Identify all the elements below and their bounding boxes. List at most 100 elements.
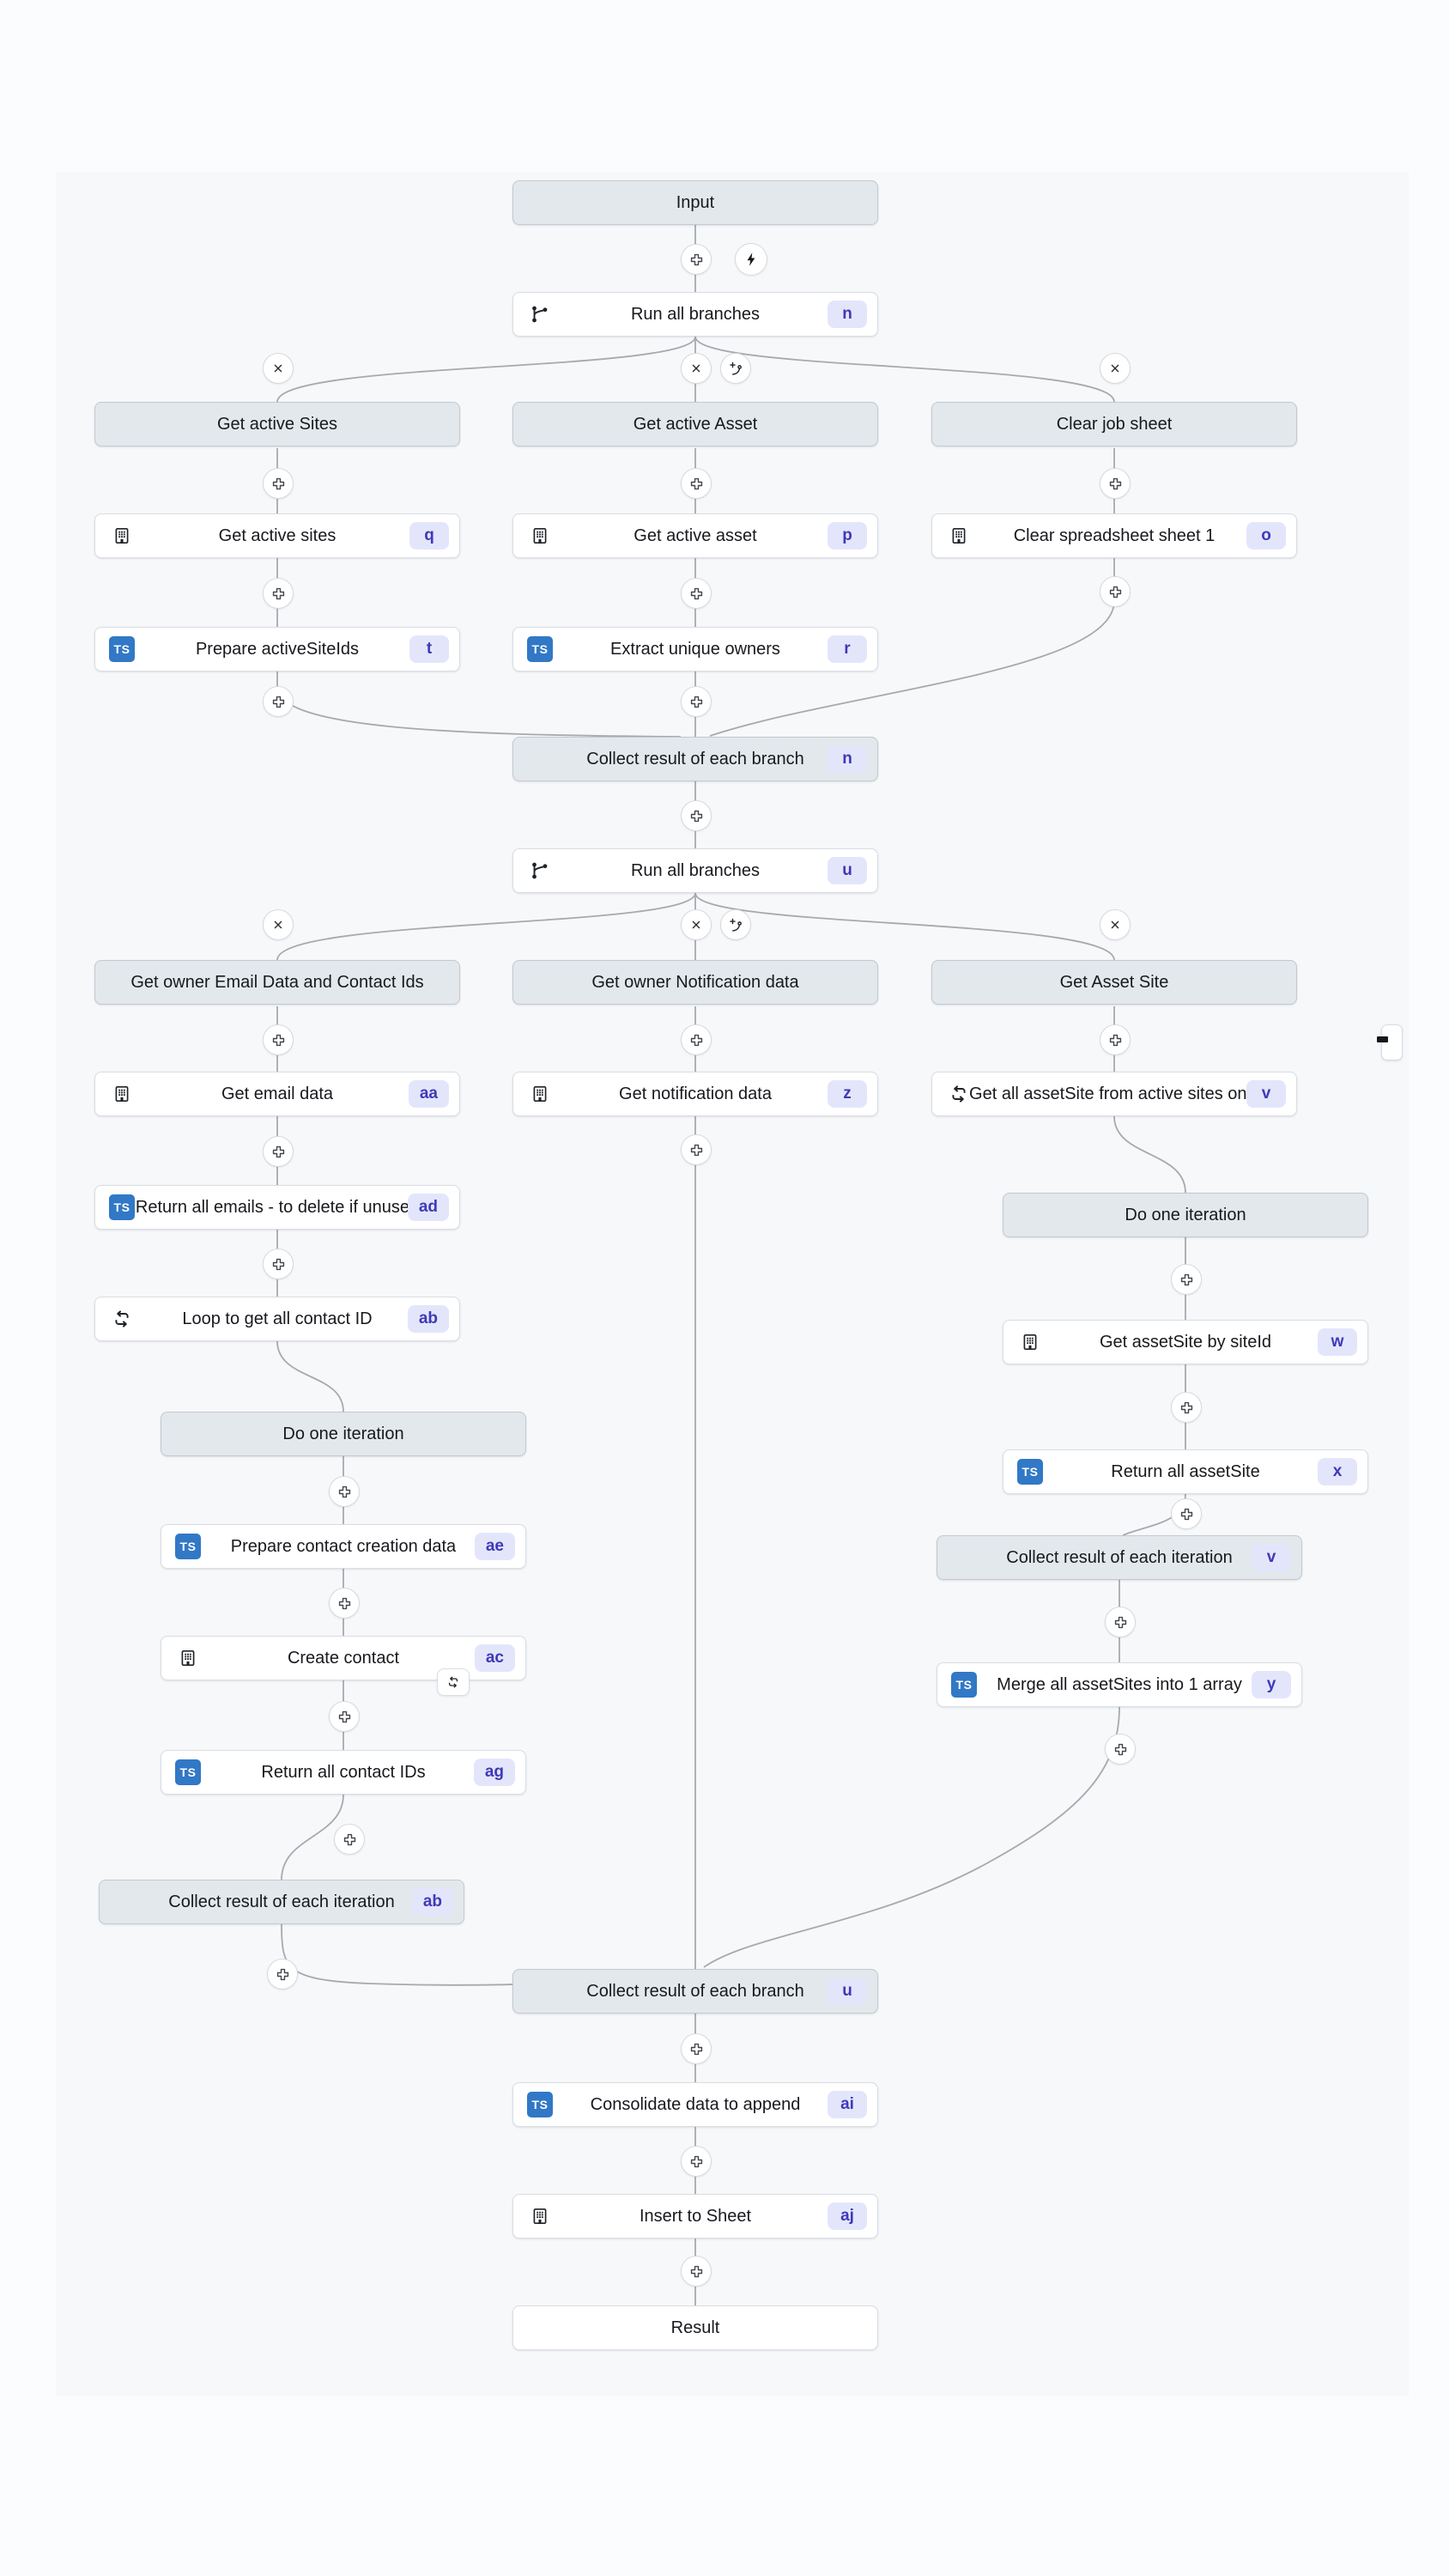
node-key-badge: u <box>828 857 867 884</box>
delete-branch-button[interactable] <box>681 353 712 384</box>
add-step-button[interactable] <box>263 468 294 499</box>
add-step-button[interactable] <box>263 1024 294 1055</box>
add-step-button[interactable] <box>681 1134 712 1165</box>
node-label: Input <box>676 192 715 212</box>
node-key-badge: ae <box>474 1533 515 1560</box>
add-step-button[interactable] <box>681 578 712 609</box>
node-key-badge: y <box>1252 1671 1291 1698</box>
node-branch-get-active-sites[interactable]: Get active Sites <box>94 402 460 447</box>
node-get-all-assetsite[interactable]: Get all assetSite from active sites only… <box>931 1072 1297 1116</box>
node-branch-get-asset-site[interactable]: Get Asset Site <box>931 960 1297 1005</box>
delete-branch-button[interactable] <box>1100 909 1131 940</box>
node-branch-owner-notification[interactable]: Get owner Notification data <box>512 960 878 1005</box>
node-label: Return all contact IDs <box>261 1762 426 1782</box>
add-step-button[interactable] <box>263 1136 294 1167</box>
add-step-button[interactable] <box>681 2033 712 2064</box>
add-step-button[interactable] <box>681 2256 712 2287</box>
loop-icon <box>946 1081 972 1107</box>
add-step-button[interactable] <box>263 686 294 717</box>
node-label: Get Asset Site <box>1059 972 1169 992</box>
delete-branch-button[interactable] <box>681 909 712 940</box>
add-step-button[interactable] <box>681 244 712 275</box>
add-step-button[interactable] <box>263 578 294 609</box>
node-label: Get active Sites <box>216 414 338 434</box>
add-step-button[interactable] <box>329 1588 360 1619</box>
add-step-button[interactable] <box>263 1249 294 1279</box>
node-label: Collect result of each branch <box>586 1981 804 2001</box>
add-step-button[interactable] <box>1100 576 1131 607</box>
add-step-button[interactable] <box>681 2146 712 2177</box>
delete-branch-button[interactable] <box>263 909 294 940</box>
add-step-button[interactable] <box>1100 1024 1131 1055</box>
node-key-badge: ab <box>407 1305 449 1333</box>
node-label: Get active asset <box>634 526 757 545</box>
add-step-button[interactable] <box>1171 1392 1202 1423</box>
node-key-badge: v <box>1246 1080 1286 1108</box>
node-key-badge: ab <box>411 1888 453 1916</box>
typescript-icon: TS <box>175 1534 201 1559</box>
add-step-button[interactable] <box>329 1701 360 1732</box>
node-label: Collect result of each branch <box>586 749 804 769</box>
node-label: Loop to get all contact ID <box>182 1309 373 1328</box>
delete-branch-button[interactable] <box>1100 353 1131 384</box>
node-branch-get-active-asset[interactable]: Get active Asset <box>512 402 878 447</box>
add-step-button[interactable] <box>334 1824 365 1855</box>
node-result[interactable]: Result <box>512 2306 878 2350</box>
add-step-button[interactable] <box>681 800 712 831</box>
typescript-icon: TS <box>1017 1459 1043 1485</box>
add-branch-button[interactable] <box>720 909 751 940</box>
node-return-all-assetsite[interactable]: TS Return all assetSite x <box>1003 1449 1368 1494</box>
node-loop-get-contact-id[interactable]: Loop to get all contact ID ab <box>94 1297 460 1341</box>
workflow-canvas[interactable] <box>56 172 1409 2397</box>
typescript-icon: TS <box>527 2092 553 2117</box>
delete-branch-button[interactable] <box>263 353 294 384</box>
node-label: Clear spreadsheet sheet 1 <box>1013 526 1216 545</box>
node-key-badge: x <box>1318 1458 1357 1485</box>
node-label: Consolidate data to append <box>590 2094 801 2114</box>
node-key-badge: u <box>828 1978 867 2005</box>
trigger-run-icon[interactable] <box>735 243 767 276</box>
typescript-icon: TS <box>527 636 553 662</box>
add-step-button[interactable] <box>329 1476 360 1507</box>
add-step-button[interactable] <box>1105 1734 1136 1765</box>
node-branch-owner-email-contacts[interactable]: Get owner Email Data and Contact Ids <box>94 960 460 1005</box>
add-step-button[interactable] <box>1100 468 1131 499</box>
add-step-button[interactable] <box>267 1959 298 1990</box>
node-label: Return all assetSite <box>1111 1461 1260 1481</box>
add-step-button[interactable] <box>1171 1498 1202 1529</box>
add-step-button[interactable] <box>1171 1264 1202 1295</box>
add-step-button[interactable] <box>681 1024 712 1055</box>
node-key-badge: w <box>1318 1328 1357 1356</box>
node-input[interactable]: Input <box>512 180 878 225</box>
add-branch-button[interactable] <box>720 353 751 384</box>
partial-node[interactable] <box>1381 1024 1403 1060</box>
node-branch-clear-job-sheet[interactable]: Clear job sheet <box>931 402 1297 447</box>
add-step-button[interactable] <box>681 468 712 499</box>
node-do-one-iteration-left[interactable]: Do one iteration <box>161 1412 526 1456</box>
add-step-button[interactable] <box>681 686 712 717</box>
node-do-one-iteration-right[interactable]: Do one iteration <box>1003 1193 1368 1237</box>
node-collect-result-branch-u[interactable]: Collect result of each branch u <box>512 1969 878 2014</box>
node-label: Get owner Email Data and Contact Ids <box>130 972 424 992</box>
add-step-button[interactable] <box>1105 1607 1136 1637</box>
